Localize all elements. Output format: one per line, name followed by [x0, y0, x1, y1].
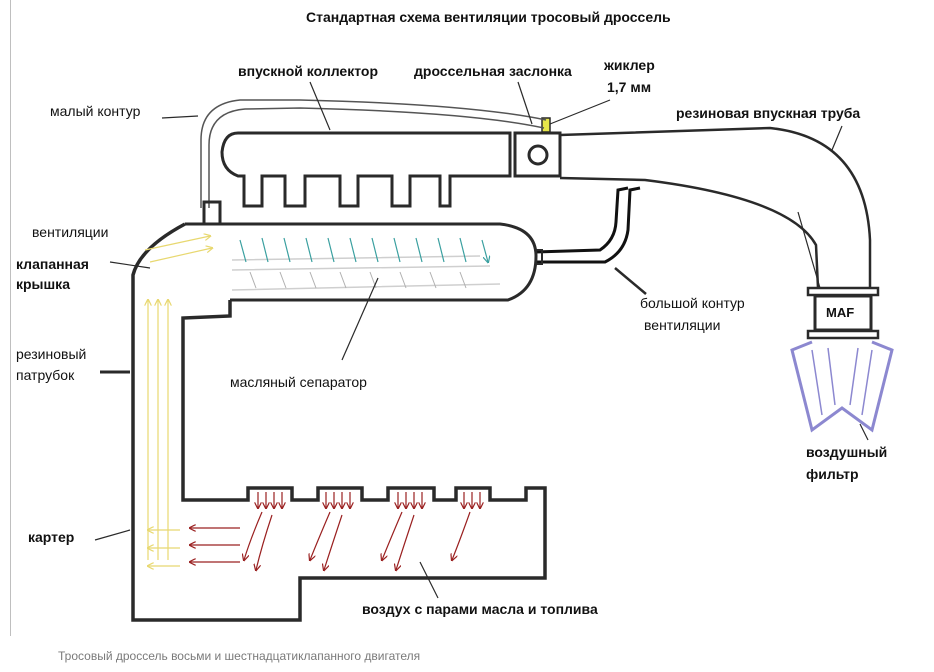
label-jet: жиклер	[604, 57, 655, 73]
crankcase-return-flow	[148, 530, 180, 566]
air-filter	[790, 340, 894, 433]
label-rubber-hose-line2: патрубок	[16, 367, 75, 383]
label-jet-size: 1,7 мм	[607, 79, 652, 95]
leader-lines	[94, 81, 869, 599]
label-intake-manifold: впускной коллектор	[238, 63, 378, 79]
valve-cover	[185, 200, 543, 302]
label-small-circuit: малый контур	[50, 103, 141, 119]
label-big-circuit-line1: большой контур	[640, 295, 745, 311]
figure-caption: Тросовый дроссель восьми и шестнадцатикл…	[58, 649, 421, 663]
label-blowby: воздух с парами масла и топлива	[362, 601, 598, 617]
label-throttle-valve: дроссельная заслонка	[414, 63, 572, 79]
label-rubber-intake-pipe: резиновая впускная труба	[676, 105, 861, 121]
label-air-filter-line2: фильтр	[806, 466, 859, 482]
label-ventilation: вентиляции	[32, 224, 109, 240]
label-crankcase: картер	[28, 529, 75, 545]
jet-icon	[541, 117, 551, 133]
diagram-title: Стандартная схема вентиляции тросовый др…	[306, 9, 671, 25]
label-big-circuit-line2: вентиляции	[644, 317, 721, 333]
rubber-intake-pipe	[559, 126, 872, 289]
page-left-border	[10, 0, 11, 636]
label-valve-cover-line1: клапанная	[16, 256, 89, 272]
label-rubber-hose-line1: резиновый	[16, 346, 87, 362]
oil-separator-baffles	[239, 237, 488, 289]
engine-block	[131, 222, 547, 622]
label-oil-separator: масляный сепаратор	[230, 374, 367, 390]
crankcase-rising-flow	[145, 236, 212, 560]
small-circuit-hose	[200, 99, 547, 208]
label-maf: MAF	[826, 305, 855, 320]
maf-sensor	[806, 286, 880, 340]
intake-manifold	[220, 131, 512, 208]
label-air-filter-line1: воздушный	[806, 444, 888, 460]
label-valve-cover-line2: крышка	[16, 276, 70, 292]
blowby-flow	[190, 492, 480, 570]
throttle-body	[513, 131, 562, 178]
big-circuit-hose	[534, 186, 641, 264]
